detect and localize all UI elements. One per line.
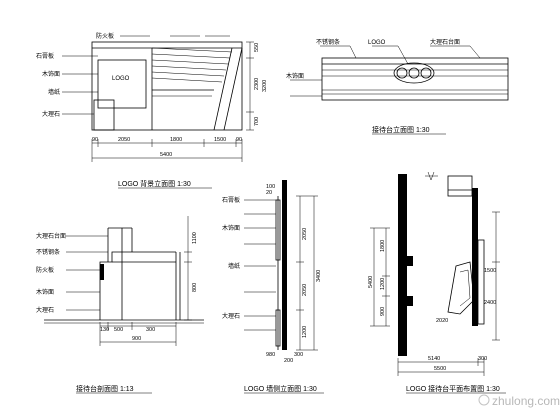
dim-label: 1200 [380, 278, 386, 290]
floor-plan-view: 1800 5400 1200 900 1500 2400 2020 5140 3… [368, 171, 506, 394]
dim-label: 900 [380, 307, 386, 316]
dim-label: 1800 [380, 240, 386, 252]
callout-label: 石膏板 [36, 52, 54, 60]
dim-label: 300 [294, 352, 303, 358]
callout-label: 大理石 [222, 312, 240, 320]
view-caption: 接待台立面图 1:30 [372, 125, 430, 134]
plan-wall-left [398, 174, 407, 356]
view-caption: LOGO 背景立面图 1:30 [118, 179, 191, 188]
callout-label: 防火板 [96, 32, 114, 40]
view-caption: LOGO 墙侧立面图 1:30 [244, 384, 317, 393]
callout-label: 不锈钢条 [36, 248, 60, 256]
callout-label: 不锈钢条 [316, 38, 340, 46]
dim-label: 90 [92, 137, 98, 143]
dim-label: 2300 [254, 78, 260, 90]
view-caption: LOGO 接待台平面布置图 1:30 [406, 384, 500, 393]
counter-body [321, 57, 509, 101]
dim-label: 90 [236, 137, 242, 143]
dim-label: 300 [146, 327, 155, 333]
callout-label: 防火板 [36, 266, 54, 274]
callout-label: 石膏板 [222, 196, 240, 204]
wall-section [282, 180, 287, 350]
dim-label: 500 [114, 327, 123, 333]
callout-label: 木饰面 [42, 70, 60, 78]
dim-total: 900 [132, 336, 141, 342]
callout-label: 墙纸 [48, 88, 60, 96]
callout-label: 大理石台面 [430, 38, 460, 46]
reception-counter [447, 261, 475, 315]
watermark-text: zhulong.com [492, 394, 560, 408]
dim-label: 130 [100, 327, 109, 333]
dim-label: 700 [254, 117, 260, 126]
dim-label: 2050 [302, 284, 308, 296]
callout-label: 墙纸 [228, 262, 240, 270]
elevation-frame [91, 41, 243, 131]
dim-label: 1100 [192, 232, 198, 244]
counter-section-view: 大理石台面 不锈钢条 防火板 木饰面 大理石 1100 800 130 500 … [36, 216, 204, 394]
dim-total: 5400 [160, 152, 172, 158]
dim-label: 2020 [436, 318, 448, 324]
wall-side-view: 石膏板 木饰面 墙纸 大理石 100 20 2050 3400 2050 120… [222, 180, 324, 394]
dim-label: 100 [266, 184, 275, 190]
logo-medallion [393, 62, 435, 84]
callout-label: 大理石 [42, 110, 60, 118]
callout-label: 木饰面 [222, 224, 240, 232]
dim-total: 5500 [434, 366, 446, 372]
dim-label: 3200 [262, 80, 268, 92]
dim-label: 5140 [428, 356, 440, 362]
dim-label: 1500 [214, 137, 226, 143]
dim-label: 3400 [316, 270, 322, 282]
view-caption: 接待台剖面图 1:13 [76, 384, 134, 393]
dim-label: 20 [266, 190, 272, 196]
dim-label: 2050 [302, 228, 308, 240]
plan-wall-right [472, 188, 478, 326]
front-elevation-view: 石膏板 木饰面 墙纸 大理石 LOGO 防火板 550 2300 3200 70… [36, 32, 268, 189]
dim-label: 5400 [368, 276, 374, 288]
callout-label: 大理石 [36, 306, 54, 314]
dim-label: 980 [266, 352, 275, 358]
callout-label: LOGO [368, 40, 386, 46]
dim-label: 300 [478, 356, 487, 362]
dim-label: 550 [254, 43, 260, 52]
dim-label: 1800 [170, 137, 182, 143]
callout-label: 木饰面 [286, 72, 304, 80]
dim-label: 800 [192, 283, 198, 292]
callout-label: 木饰面 [36, 288, 54, 296]
logo-mark: LOGO [112, 76, 130, 82]
dim-label: 2400 [484, 300, 496, 306]
dim-label: 2050 [118, 137, 130, 143]
watermark: zhulong.com [478, 394, 560, 408]
counter-elevation-view: 不锈钢条 LOGO 大理石台面 木饰面 接待台立面图 1:30 [286, 38, 509, 135]
callout-label: 大理石台面 [36, 232, 66, 240]
dim-label: 1200 [302, 326, 308, 338]
dim-label: 1500 [484, 268, 496, 274]
dim-label: 200 [284, 358, 293, 364]
